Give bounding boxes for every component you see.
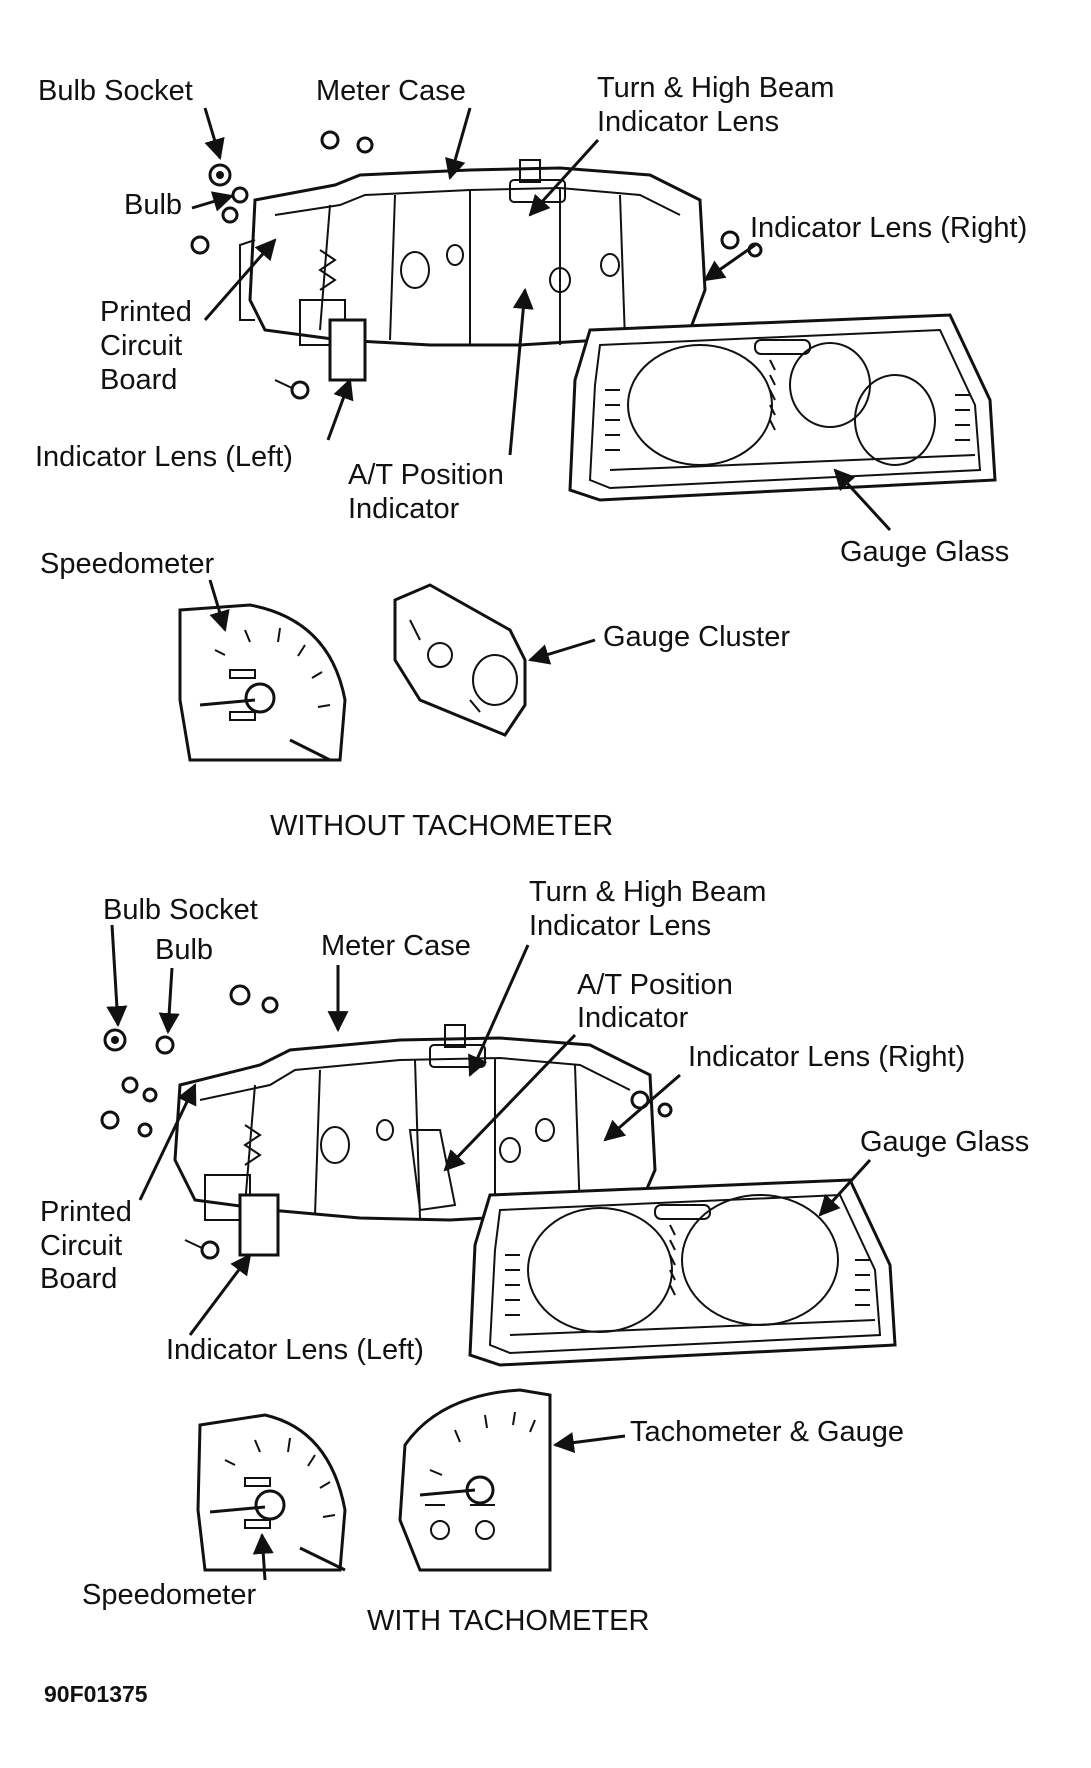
bottom-label-pcb-line2: Circuit xyxy=(40,1230,122,1262)
bottom-label-indicator-right: Indicator Lens (Right) xyxy=(688,1041,965,1073)
bottom-label-indicator-left: Indicator Lens (Left) xyxy=(166,1334,424,1366)
bottom-label-pcb-line1: Printed xyxy=(40,1196,132,1228)
bottom-speedometer-drawing xyxy=(196,1413,347,1572)
top-label-turn-lens-line2: Indicator Lens xyxy=(597,106,779,138)
bottom-label-gauge-glass: Gauge Glass xyxy=(860,1126,1029,1158)
top-label-indicator-right: Indicator Lens (Right) xyxy=(750,212,1027,244)
bottom-indicator-lens-left-drawing xyxy=(238,1193,280,1257)
top-label-gauge-cluster: Gauge Cluster xyxy=(603,621,790,653)
bottom-caption: WITH TACHOMETER xyxy=(367,1605,649,1637)
top-label-turn-lens-line1: Turn & High Beam xyxy=(597,72,834,104)
bottom-label-speedometer: Speedometer xyxy=(82,1579,256,1611)
bottom-label-tachometer-gauge: Tachometer & Gauge xyxy=(630,1416,904,1448)
top-labels: Bulb Socket Meter Case Turn & High Beam … xyxy=(35,72,1027,842)
top-label-bulb: Bulb xyxy=(124,189,182,221)
top-bulbs-drawing xyxy=(190,130,763,400)
top-label-pcb-line3: Board xyxy=(100,364,177,396)
top-gauge-glass-drawing xyxy=(568,313,997,502)
bottom-leader-lines xyxy=(106,924,872,1581)
bottom-label-meter-case: Meter Case xyxy=(321,930,471,962)
bottom-bulbs-drawing xyxy=(100,984,673,1260)
top-label-at-position-line1: A/T Position xyxy=(348,459,504,491)
bottom-gauge-glass-drawing xyxy=(468,1178,897,1367)
top-gauge-cluster-drawing xyxy=(393,583,527,737)
top-caption: WITHOUT TACHOMETER xyxy=(270,810,613,842)
bottom-labels: Bulb Socket Bulb Meter Case Turn & High … xyxy=(40,876,1029,1637)
top-meter-case-drawing xyxy=(239,159,707,347)
top-label-bulb-socket: Bulb Socket xyxy=(38,75,193,107)
bottom-tachometer-drawing xyxy=(398,1388,552,1572)
top-label-pcb-line1: Printed xyxy=(100,296,192,328)
bottom-label-at-position-line2: Indicator xyxy=(577,1002,689,1034)
top-label-pcb-line2: Circuit xyxy=(100,330,182,362)
bottom-label-bulb-socket: Bulb Socket xyxy=(103,894,258,926)
top-label-at-position-line2: Indicator xyxy=(348,493,460,525)
top-assembly xyxy=(178,130,997,762)
bottom-assembly xyxy=(100,984,897,1572)
top-label-meter-case: Meter Case xyxy=(316,75,466,107)
bottom-label-bulb: Bulb xyxy=(155,934,213,966)
figure-code: 90F01375 xyxy=(44,1681,148,1707)
bottom-label-turn-lens-line1: Turn & High Beam xyxy=(529,876,766,908)
top-indicator-lens-left-drawing xyxy=(328,318,367,382)
bottom-label-turn-lens-line2: Indicator Lens xyxy=(529,910,711,942)
top-label-indicator-left: Indicator Lens (Left) xyxy=(35,441,293,473)
top-label-gauge-glass: Gauge Glass xyxy=(840,536,1009,568)
bottom-label-at-position-line1: A/T Position xyxy=(577,969,733,1001)
top-speedometer-drawing xyxy=(178,603,347,762)
bottom-label-pcb-line3: Board xyxy=(40,1263,117,1295)
top-label-speedometer: Speedometer xyxy=(40,548,214,580)
top-leader-lines xyxy=(191,107,892,665)
